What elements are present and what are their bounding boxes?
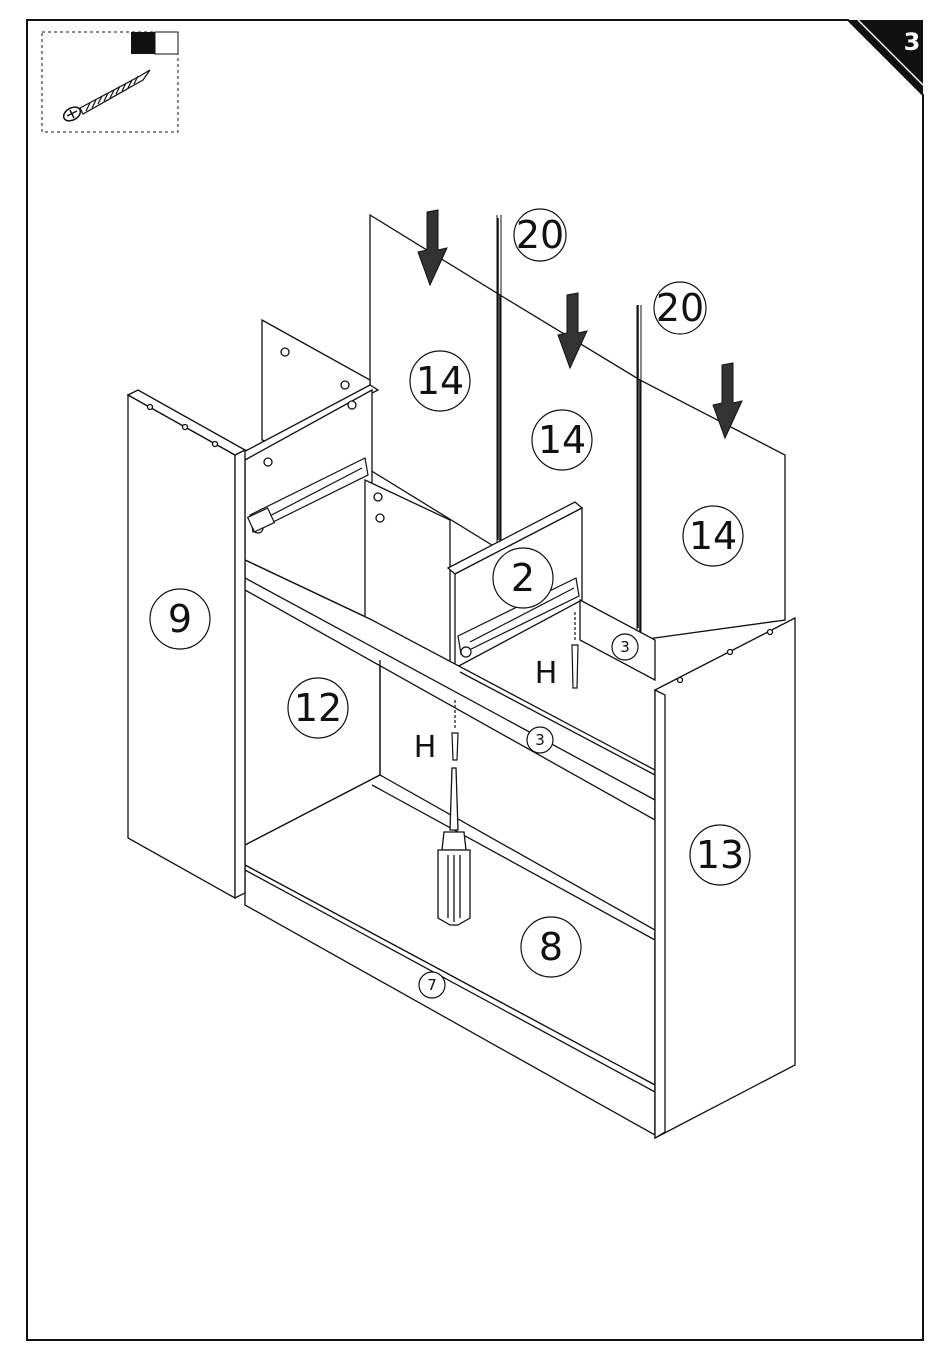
label-part-13: 13	[696, 833, 744, 877]
screw-icon	[61, 70, 150, 124]
step-number: 3	[904, 28, 921, 56]
label-part-20a: 20	[516, 213, 564, 257]
label-part-14c: 14	[689, 514, 737, 558]
label-part-14b: 14	[538, 418, 586, 462]
step-badge: 3	[848, 20, 923, 95]
label-part-9: 9	[168, 597, 192, 641]
label-part-8: 8	[539, 925, 563, 969]
label-part-12: 12	[294, 686, 342, 730]
label-hardware-h2: H	[414, 730, 437, 765]
hardware-legend	[42, 32, 178, 132]
label-part-7: 7	[427, 976, 437, 994]
label-part-3b: 3	[535, 731, 545, 749]
shade-swatch-dark	[131, 32, 155, 54]
label-part-3a: 3	[620, 638, 630, 656]
screwdriver-icon	[438, 768, 470, 925]
label-part-20b: 20	[656, 286, 704, 330]
shade-swatch-light	[155, 32, 178, 54]
label-part-14a: 14	[416, 359, 464, 403]
label-part-2: 2	[511, 556, 535, 600]
label-hardware-h1: H	[535, 656, 558, 691]
